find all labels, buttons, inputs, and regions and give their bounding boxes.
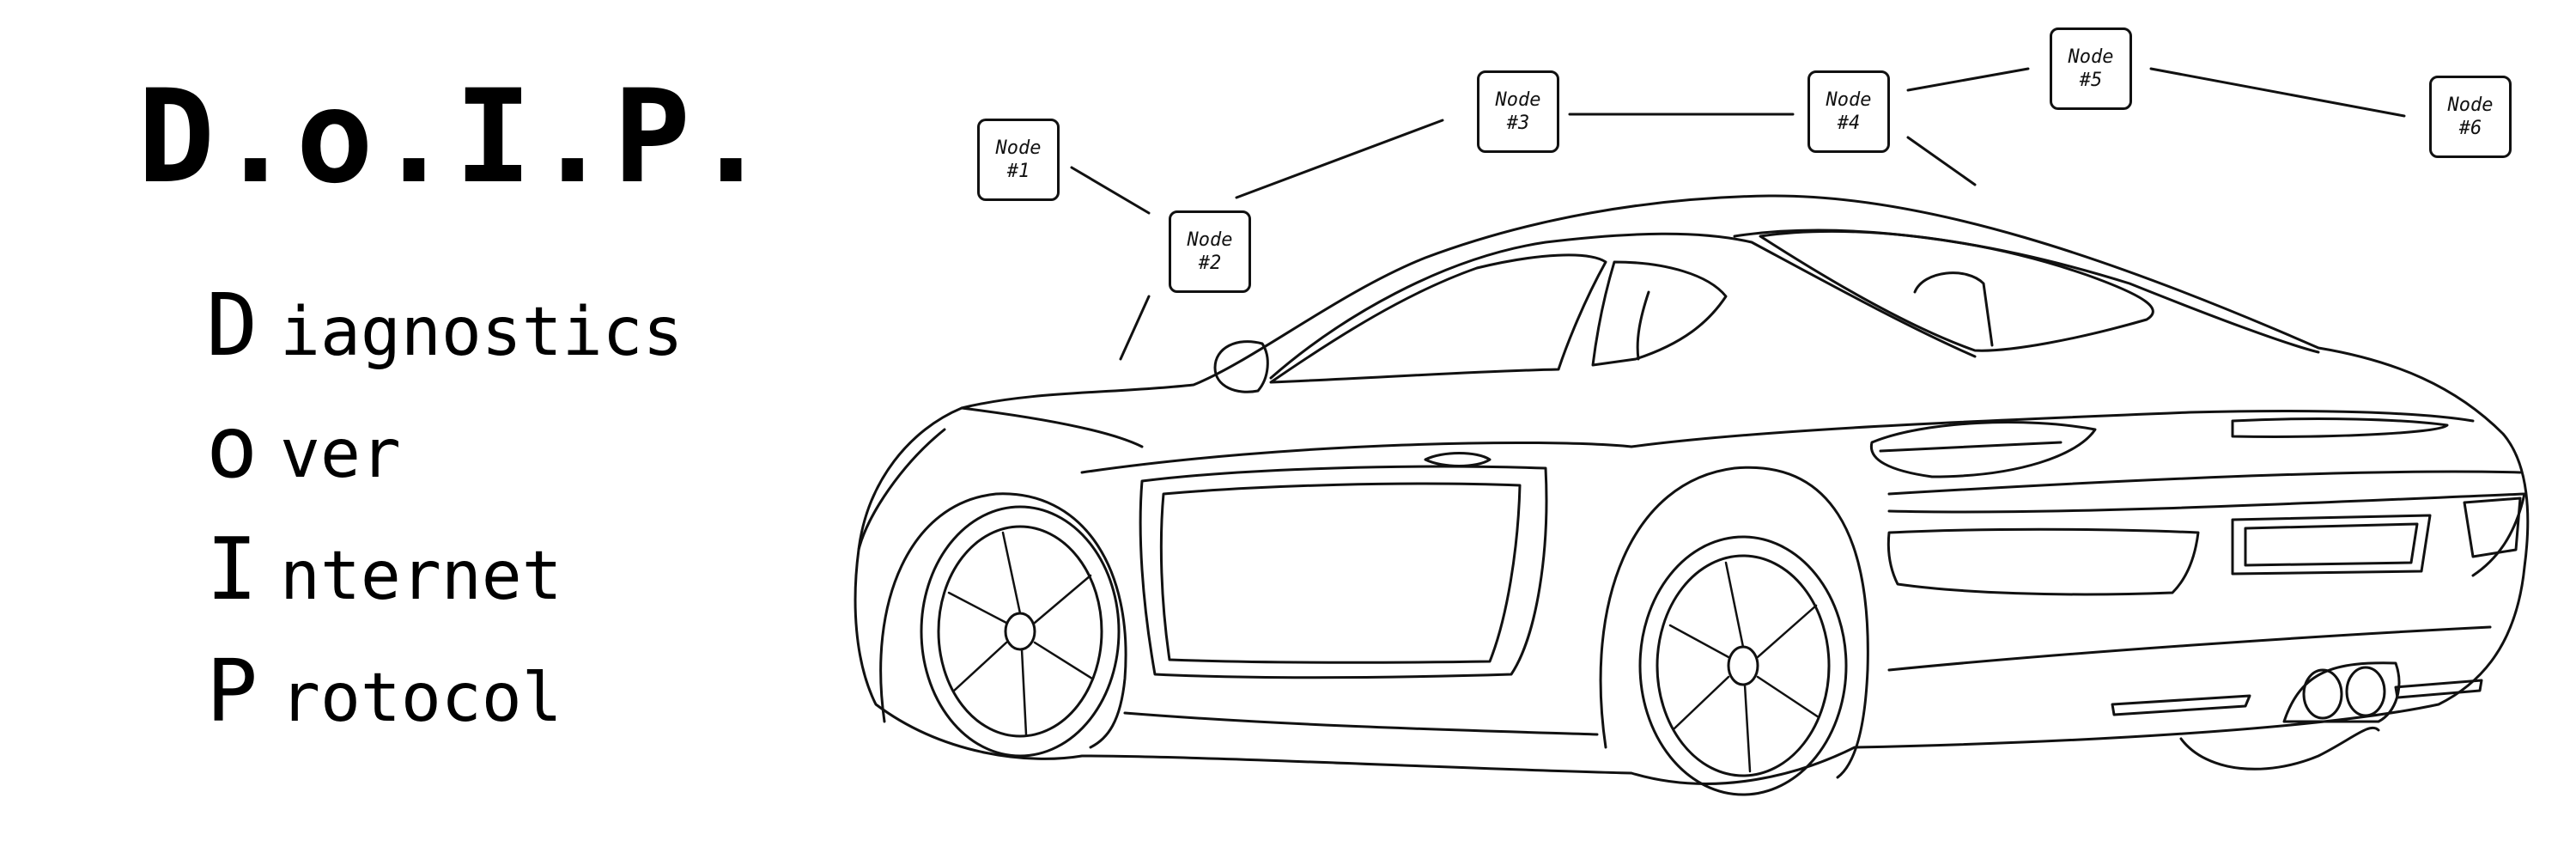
node-label: Node xyxy=(995,137,1042,159)
car-front-wheel-arch xyxy=(879,492,1127,749)
node-connections xyxy=(1070,67,2406,361)
car-tail-light-left xyxy=(1869,421,2097,478)
car-door-line xyxy=(1139,465,1548,679)
car-rear-window-inner xyxy=(1913,271,1994,347)
car-front-fascia xyxy=(857,428,946,551)
link-node1-node2 xyxy=(1070,166,1151,215)
node-number: #1 xyxy=(1006,161,1030,182)
car-exhaust-left xyxy=(2302,668,2343,720)
car-license-plate-inner xyxy=(2244,522,2419,567)
car-shoulder-line xyxy=(1080,409,2475,474)
node-label: Node xyxy=(1495,88,1541,111)
node-box-3: Node #3 xyxy=(1477,70,1559,153)
node-number: #2 xyxy=(1198,253,1222,274)
car-illustration xyxy=(854,194,2530,796)
car-rear-wheel xyxy=(1638,535,1848,796)
node-label: Node xyxy=(1826,88,1872,111)
acronym-letter: I xyxy=(206,519,258,619)
diagram-title: D.o.I.P. xyxy=(137,63,772,212)
car-quarter-divider xyxy=(1636,290,1650,361)
car-rear-spokes xyxy=(1668,561,1820,773)
acronym-word: iagnostics xyxy=(280,294,683,371)
car-exhaust-surround xyxy=(2282,661,2401,723)
car-rear-diffuser xyxy=(1887,492,2526,577)
acronym-word: ver xyxy=(280,416,401,493)
car-rear-rim xyxy=(1656,554,1831,777)
car-roof-line xyxy=(1269,232,1977,380)
car-quarter-window xyxy=(1591,260,1728,367)
link-node5-node6 xyxy=(2149,67,2406,118)
car-side-mirror xyxy=(1213,340,1269,393)
car-rear-tire-right xyxy=(2179,726,2380,771)
node-number: #3 xyxy=(1506,113,1530,134)
link-node2-car xyxy=(1119,295,1151,361)
node-box-6: Node #6 xyxy=(2429,76,2512,158)
car-front-hood xyxy=(960,406,1144,448)
node-label: Node xyxy=(1187,228,1233,251)
car-rear-window xyxy=(1759,229,2154,352)
car-side-intake xyxy=(1159,482,1522,664)
car-exhaust-right xyxy=(2345,666,2386,717)
car-sill xyxy=(1123,711,1599,736)
node-box-5: Node #5 xyxy=(2050,27,2132,110)
acronym-letter: P xyxy=(206,641,258,741)
acronym-letter: o xyxy=(206,397,258,497)
car-lower-valance xyxy=(1887,625,2492,672)
car-body-outline xyxy=(854,194,2530,785)
car-side-window xyxy=(1269,253,1607,384)
link-node4-car xyxy=(1906,136,1977,186)
node-number: #6 xyxy=(2458,118,2482,139)
car-door-handle xyxy=(1424,452,1492,467)
car-front-spokes xyxy=(947,531,1094,736)
link-node4-node5 xyxy=(1906,67,2030,92)
node-box-1: Node #1 xyxy=(977,119,1060,201)
car-tail-light-slot-left xyxy=(1879,441,2063,453)
car-license-plate xyxy=(2231,514,2432,576)
car-rear-deck xyxy=(1887,470,2522,496)
car-rear-wheel-arch xyxy=(1599,466,1869,779)
car-rear-reflector-right xyxy=(2394,679,2483,699)
node-box-4: Node #4 xyxy=(1807,70,1890,153)
car-tail-light-right xyxy=(2231,417,2449,438)
acronym-word: nternet xyxy=(280,538,562,615)
node-label: Node xyxy=(2068,46,2114,68)
link-node2-node3 xyxy=(1235,119,1444,199)
node-box-2: Node #2 xyxy=(1169,210,1251,293)
node-number: #5 xyxy=(2079,70,2103,91)
car-rear-reflector-left xyxy=(2111,694,2251,716)
car-front-wheel xyxy=(920,505,1121,758)
node-number: #4 xyxy=(1837,113,1861,134)
node-label: Node xyxy=(2447,94,2494,116)
car-front-rim xyxy=(937,525,1103,738)
car-rear-bumper-vent-right xyxy=(2463,497,2522,558)
acronym-letter: D xyxy=(206,275,258,375)
car-rear-bumper-vent-left xyxy=(1886,527,2200,596)
acronym-word: rotocol xyxy=(280,660,562,737)
